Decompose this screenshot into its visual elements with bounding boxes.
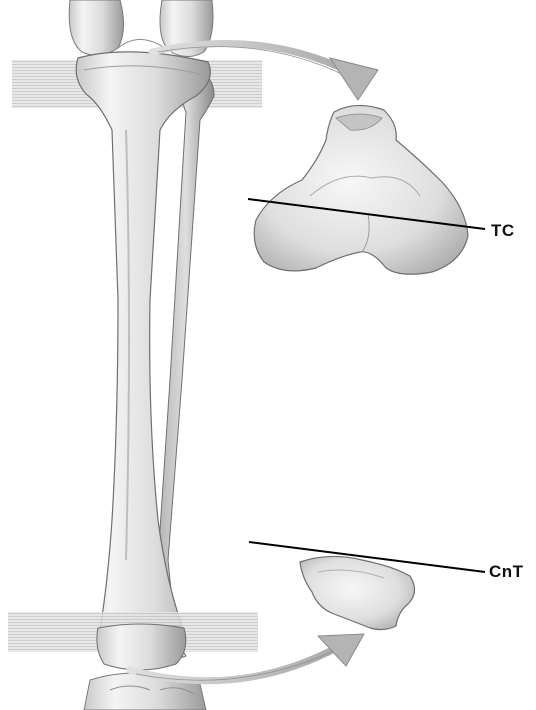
lower-section-label: CnT xyxy=(489,562,524,582)
upper-cross-section xyxy=(254,105,468,274)
upper-section-label: TC xyxy=(491,221,515,241)
lower-cross-section xyxy=(300,556,415,629)
